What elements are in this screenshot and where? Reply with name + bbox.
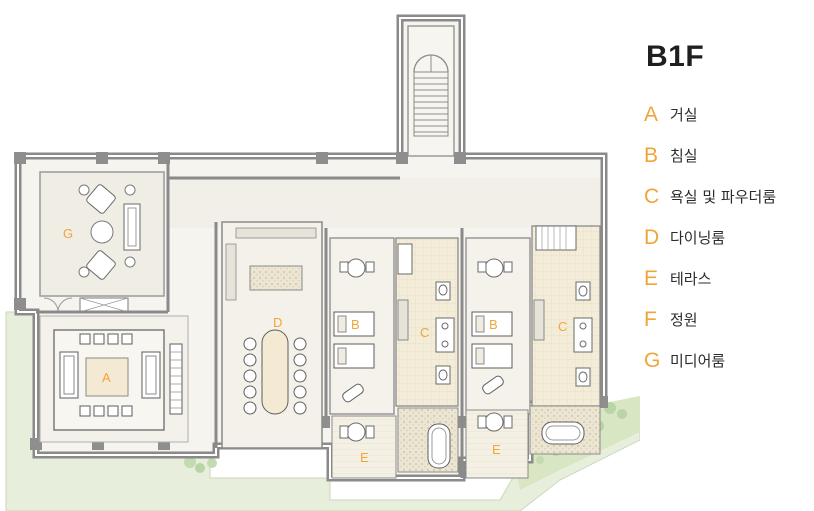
- floor-plan: G A: [5, 14, 640, 511]
- legend-letter: E: [644, 266, 659, 290]
- bedroom-2: [465, 237, 531, 415]
- bathroom-1: [395, 237, 459, 407]
- terrace-2: [465, 405, 601, 479]
- living-room: [39, 315, 189, 443]
- legend-label: 거실: [670, 106, 698, 124]
- legend-label: 테라스: [670, 270, 712, 288]
- plan-label-e2: E: [492, 442, 501, 457]
- legend-letter: B: [644, 143, 659, 167]
- legend-item-bathroom: C 욕실 및 파우더룸: [644, 176, 812, 217]
- legend-item-garden: F 정원: [644, 299, 812, 340]
- plan-label-c2: C: [558, 319, 567, 334]
- legend-item-bedroom: B 침실: [644, 135, 812, 176]
- plan-label-b2: B: [489, 317, 498, 332]
- bathroom-2: [531, 225, 601, 407]
- legend-letter: D: [644, 225, 660, 249]
- interior-walls: [36, 160, 464, 478]
- plan-label-c1: C: [420, 325, 429, 340]
- legend-label: 미디어룸: [670, 352, 726, 370]
- legend-letter: F: [644, 307, 657, 331]
- legend-label: 욕실 및 파우더룸: [670, 188, 777, 206]
- terrace-1: [331, 407, 459, 479]
- dining-room: [221, 221, 323, 449]
- floor-title: B1F: [646, 40, 705, 73]
- plan-label-d: D: [273, 315, 282, 330]
- room-legend: B1F A 거실 B 침실 C 욕실 및 파우더룸 D 다이닝룸 E 테라스 F…: [644, 40, 812, 381]
- legend-label: 다이닝룸: [670, 229, 726, 247]
- staircase: [407, 25, 455, 157]
- legend-label: 침실: [670, 147, 698, 165]
- bedroom-1: [329, 237, 395, 415]
- legend-letter: G: [644, 348, 661, 372]
- plan-label-e1: E: [360, 450, 369, 465]
- plan-label-b1: B: [351, 317, 360, 332]
- legend-label: 정원: [670, 311, 698, 329]
- plan-label-a: A: [102, 370, 111, 385]
- legend-item-terrace: E 테라스: [644, 258, 812, 299]
- legend-item-dining-room: D 다이닝룸: [644, 217, 812, 258]
- legend-item-media-room: G 미디어룸: [644, 340, 812, 381]
- legend-letter: C: [644, 184, 660, 208]
- corridor: [168, 178, 600, 228]
- legend-item-living-room: A 거실: [644, 94, 812, 135]
- plan-label-g: G: [63, 226, 73, 241]
- legend-letter: A: [644, 102, 659, 126]
- media-room: [39, 171, 165, 313]
